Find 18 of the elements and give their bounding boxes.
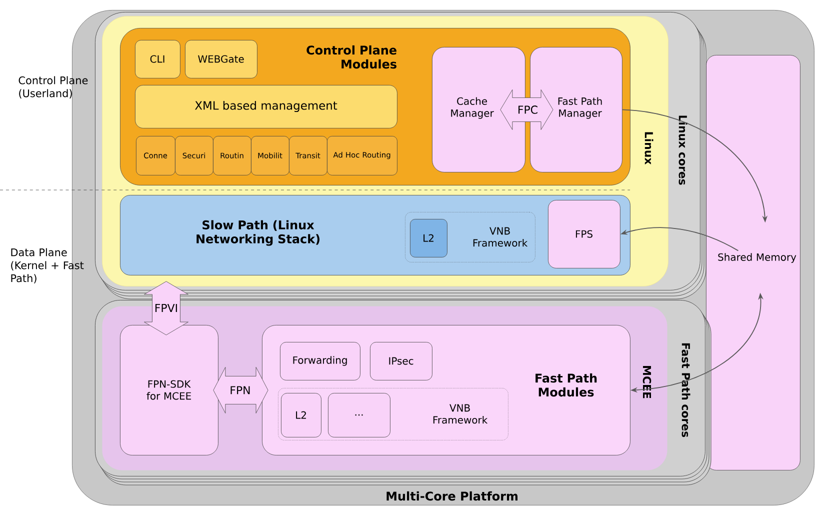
module-box: Forwarding (280, 342, 360, 380)
edge-label: FPN (230, 386, 250, 394)
module-box: ... (328, 393, 390, 438)
module-box: CLI (135, 40, 180, 78)
module-box: XML based management (135, 85, 398, 128)
module-box: FPS (548, 200, 620, 268)
module-box: L2 (281, 393, 322, 438)
memory-panel: Shared Memory (706, 55, 800, 470)
sdk-box: FPN-SDK for MCEE (120, 325, 218, 456)
module-box: IPsec (370, 342, 432, 380)
module-box: L2 (410, 219, 448, 258)
interface-arrow (144, 281, 188, 336)
module-box: WEBGate (185, 40, 258, 78)
plane-label: Data Plane (Kernel + Fast Path) (11, 248, 84, 284)
interface-arrow (213, 367, 268, 414)
plane-label: Control Plane (Userland) (18, 76, 88, 98)
interface-arrow (500, 90, 554, 130)
edge-label: FPVI (155, 304, 177, 312)
